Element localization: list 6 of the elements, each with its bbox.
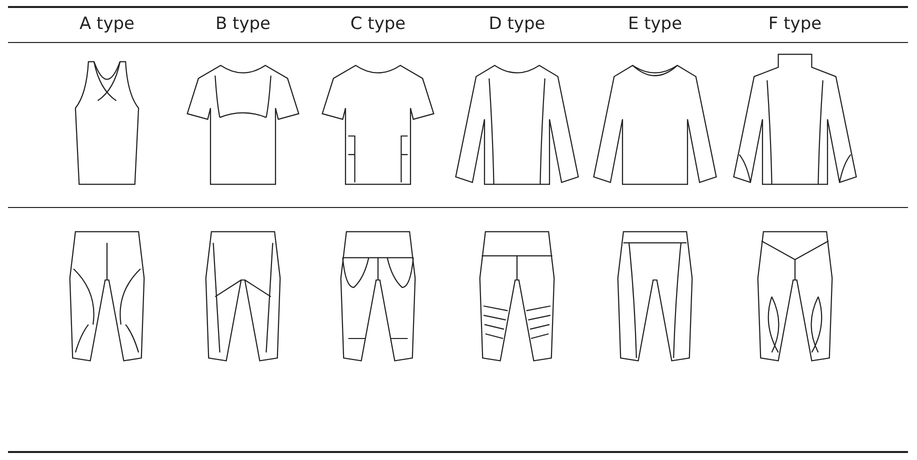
column-header: E type xyxy=(628,14,682,34)
column-header: D type xyxy=(488,14,546,34)
column-header: F type xyxy=(768,14,822,34)
column-header: B type xyxy=(215,14,271,34)
column-header: C type xyxy=(350,14,406,34)
column-header: A type xyxy=(80,14,134,34)
